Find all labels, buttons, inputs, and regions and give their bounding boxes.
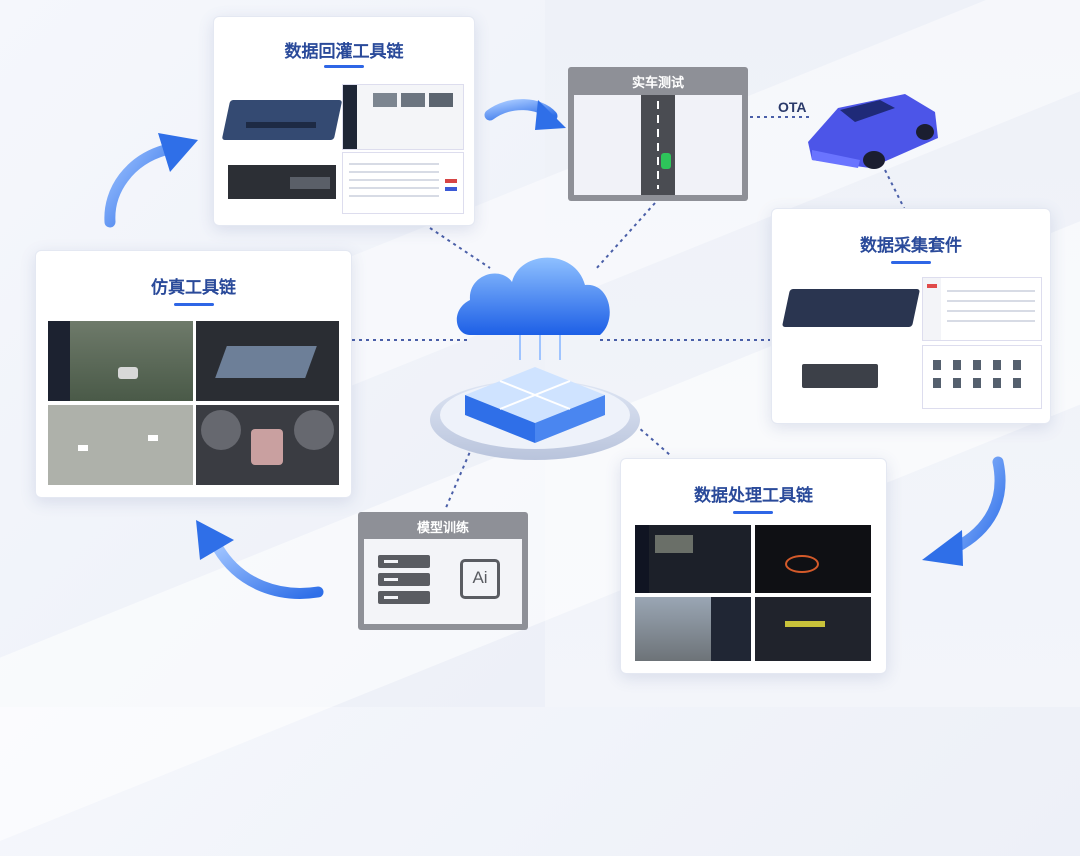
cycle-arrow-icon: [484, 99, 566, 130]
ota-label: OTA: [778, 99, 807, 115]
link-road-test: [594, 202, 656, 271]
ai-chip-icon: Ai: [460, 559, 500, 599]
processing-screenshot: [635, 525, 751, 593]
title-underline: [324, 65, 364, 68]
road-test-title: 实车测试: [631, 76, 684, 91]
annotation-screenshot: [755, 597, 871, 661]
card-title: 数据处理工具链: [694, 486, 813, 506]
title-underline: [891, 261, 931, 264]
replay-toolchain-card: 数据回灌工具链: [213, 16, 475, 226]
link-training: [444, 439, 476, 511]
hardware-image: [221, 92, 343, 147]
collector-box-image: [802, 364, 878, 388]
data-collection-card: 数据采集套件: [771, 208, 1051, 424]
software-screenshot: [342, 152, 464, 214]
cloud-icon: [430, 257, 640, 460]
title-underline: [733, 511, 773, 514]
simulation-scene-image: [48, 321, 193, 401]
cycle-arrow-icon: [196, 520, 324, 599]
road-test-view: [574, 95, 742, 195]
point-cloud-screenshot: [755, 525, 871, 593]
collector-software-screenshot: [922, 277, 1042, 341]
model-training-title: 模型训练: [416, 521, 469, 536]
software-screenshot: [342, 84, 464, 150]
car-icon: [808, 94, 938, 169]
data-processing-card: 数据处理工具链: [620, 458, 887, 674]
road-camera-screenshot: [635, 597, 751, 661]
cycle-arrow-icon: [922, 456, 1006, 566]
simulation-hardware-image: [196, 321, 339, 401]
cycle-arrow-icon: [104, 133, 198, 228]
road-test-box: 实车测试: [568, 67, 748, 201]
green-car-icon: [661, 153, 671, 169]
collector-settings-screenshot: [922, 345, 1042, 409]
ai-chip-label: Ai: [472, 568, 488, 587]
card-title: 数据回灌工具链: [284, 42, 404, 62]
card-title: 仿真工具链: [151, 278, 236, 298]
connection-lines: [352, 116, 906, 511]
card-title: 数据采集套件: [860, 236, 962, 256]
cycle-arrows: [104, 99, 1006, 599]
hardware-panel-image: [228, 165, 336, 199]
simulation-toolchain-card: 仿真工具链: [35, 250, 352, 498]
title-underline: [174, 303, 214, 306]
model-training-box: 模型训练 Ai: [358, 512, 528, 630]
server-stack-icon: [378, 555, 430, 604]
surround-view-image: [196, 405, 339, 485]
aerial-view-image: [48, 405, 193, 485]
link-car-collect: [884, 169, 906, 211]
link-replay: [429, 227, 491, 269]
